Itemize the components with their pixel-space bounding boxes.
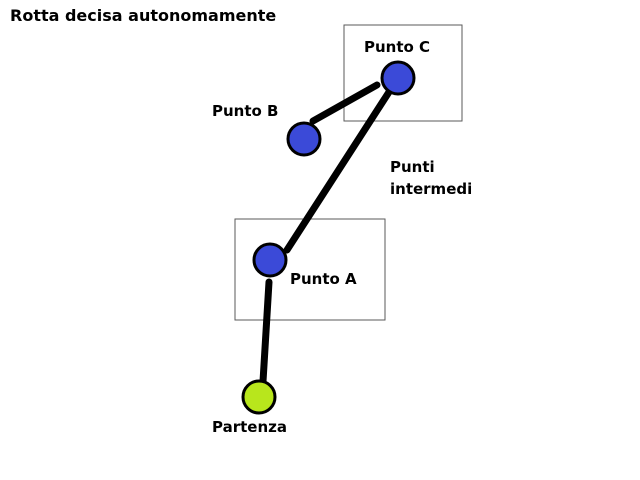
point-a-marker [252,242,288,278]
route-a-to-c [283,88,393,254]
intermediate-label-line1: Punti [390,158,435,176]
intermediate-label-line2: intermedi [390,180,473,198]
point-c-marker [380,60,416,96]
start-marker [241,379,277,415]
point-c-label: Punto C [364,38,431,56]
zone-box-c [343,24,463,122]
intermediate-points-label: Punti intermedi [390,156,472,200]
point-b-marker [286,121,322,157]
point-b-label: Punto B [212,102,279,120]
diagram-title: Rotta decisa autonomamente [10,6,277,25]
start-label: Partenza [212,418,287,436]
route-b-to-c [309,81,381,125]
route-start-to-a [258,278,273,402]
point-a-label: Punto A [290,270,357,288]
